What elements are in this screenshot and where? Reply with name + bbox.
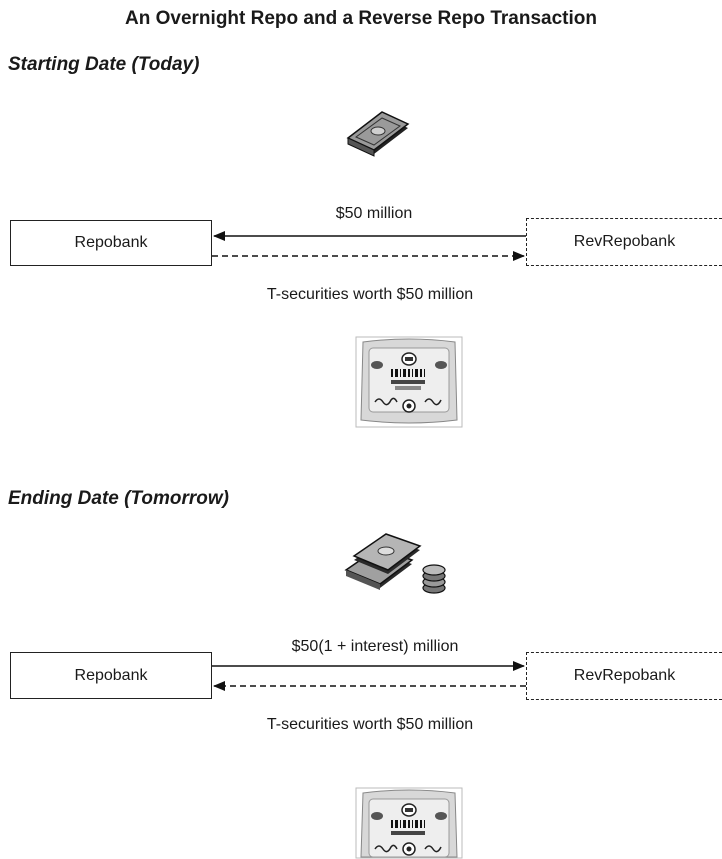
bottom-flow-label-start: T-securities worth $50 million — [266, 286, 474, 303]
repobank-box-start: Repobank — [10, 220, 212, 266]
top-flow-label-end: $50(1 + interest) million — [291, 638, 459, 655]
section-heading-end: Ending Date (Tomorrow) — [8, 488, 229, 509]
section-heading-start: Starting Date (Today) — [8, 54, 200, 75]
revrepobank-box-end: RevRepobank — [526, 652, 722, 700]
top-flow-label-start: $50 million — [335, 205, 413, 222]
repobank-box-end: Repobank — [10, 652, 212, 699]
bottom-flow-label-end: T-securities worth $50 million — [266, 716, 474, 733]
revrepobank-box-start: RevRepobank — [526, 218, 722, 266]
treasury-certificate-icon — [355, 336, 463, 428]
diagram-title: An Overnight Repo and a Reverse Repo Tra… — [125, 8, 597, 29]
money-stack-icon — [346, 111, 410, 157]
money-stacks-and-coins-icon — [344, 533, 446, 594]
treasury-certificate-icon — [355, 787, 463, 859]
